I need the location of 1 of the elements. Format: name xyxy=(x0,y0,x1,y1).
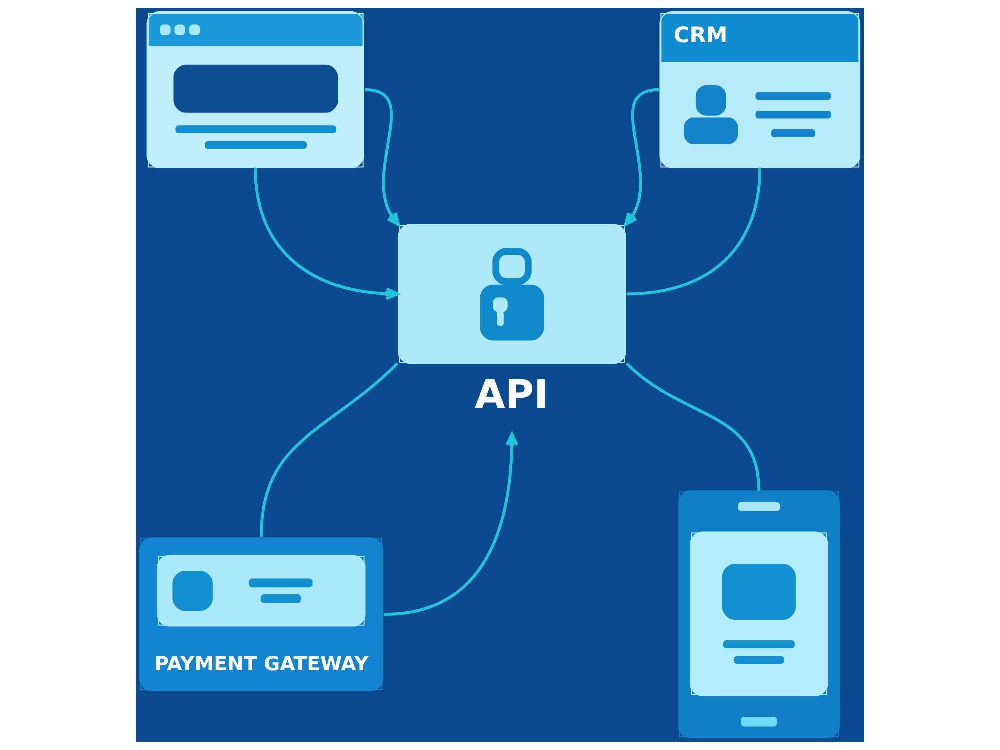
node-label: API xyxy=(475,372,549,418)
